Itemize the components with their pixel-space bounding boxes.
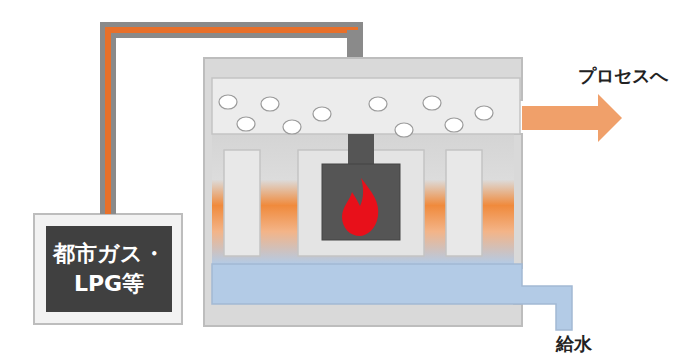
furnace-jacket	[298, 150, 424, 256]
flame	[342, 178, 378, 236]
feedwater-label: 給水	[556, 332, 592, 356]
outlet-label: プロセスへ	[578, 64, 668, 88]
node-text: 都市ガス・ LPG等	[52, 239, 166, 298]
combustion-chamber	[322, 164, 400, 240]
fuel-pipe-drop	[347, 30, 363, 60]
water-section	[212, 264, 572, 330]
water-tubes	[224, 150, 482, 256]
fuel-box: 都市ガス・ LPG等	[46, 226, 172, 312]
steam-drum	[212, 78, 520, 134]
steam-bubbles	[219, 95, 493, 137]
burner-neck	[348, 134, 374, 164]
heat-zone	[212, 134, 514, 264]
fuel-box-frame	[34, 214, 182, 324]
steam-outlet-arrow	[522, 94, 622, 142]
